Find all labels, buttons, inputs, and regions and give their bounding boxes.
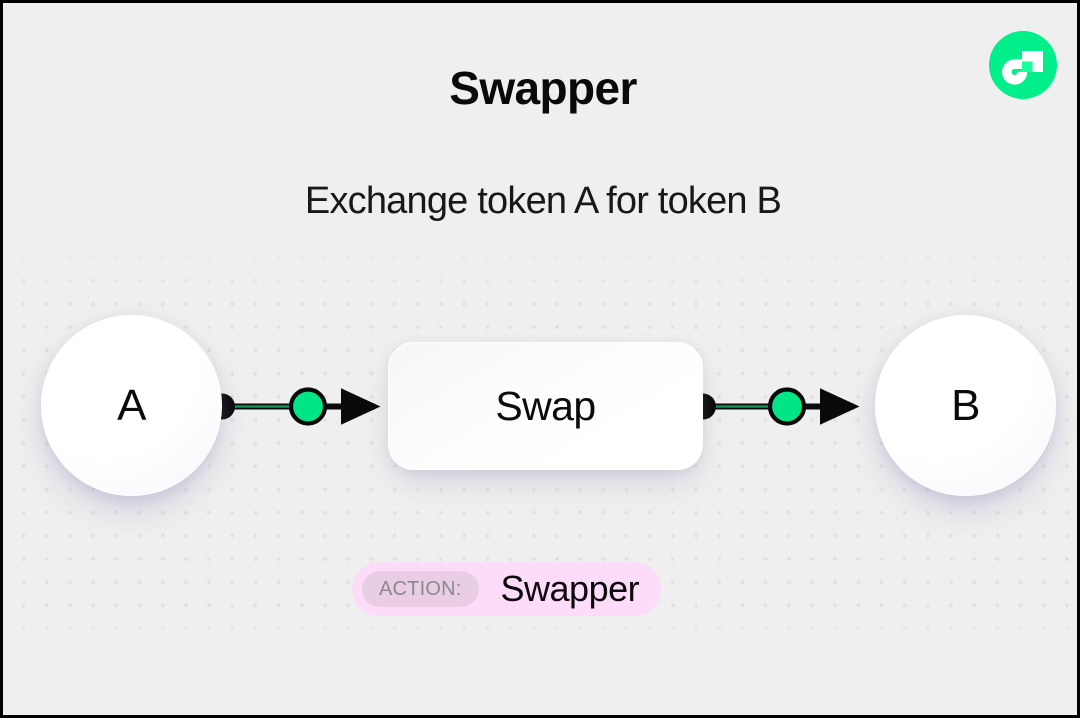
node-token-b[interactable]: B	[875, 315, 1056, 496]
page-title: Swapper	[449, 62, 637, 114]
page-subtitle: Exchange token A for token B	[304, 180, 782, 222]
flow-logo-icon	[989, 31, 1057, 99]
action-badge-key-pill: ACTION:	[362, 571, 479, 607]
node-swap-label: Swap	[495, 382, 596, 429]
node-swap[interactable]: Swap	[388, 342, 703, 470]
edge-swap-to-b	[690, 387, 860, 426]
node-token-b-label: B	[951, 380, 980, 430]
node-token-a-label: A	[117, 380, 146, 430]
node-token-a[interactable]: A	[41, 315, 222, 496]
action-badge: ACTION: Swapper	[352, 562, 662, 616]
action-badge-value: Swapper	[500, 568, 640, 609]
edge-a-to-swap	[209, 387, 381, 426]
action-badge-key: ACTION:	[379, 578, 462, 600]
